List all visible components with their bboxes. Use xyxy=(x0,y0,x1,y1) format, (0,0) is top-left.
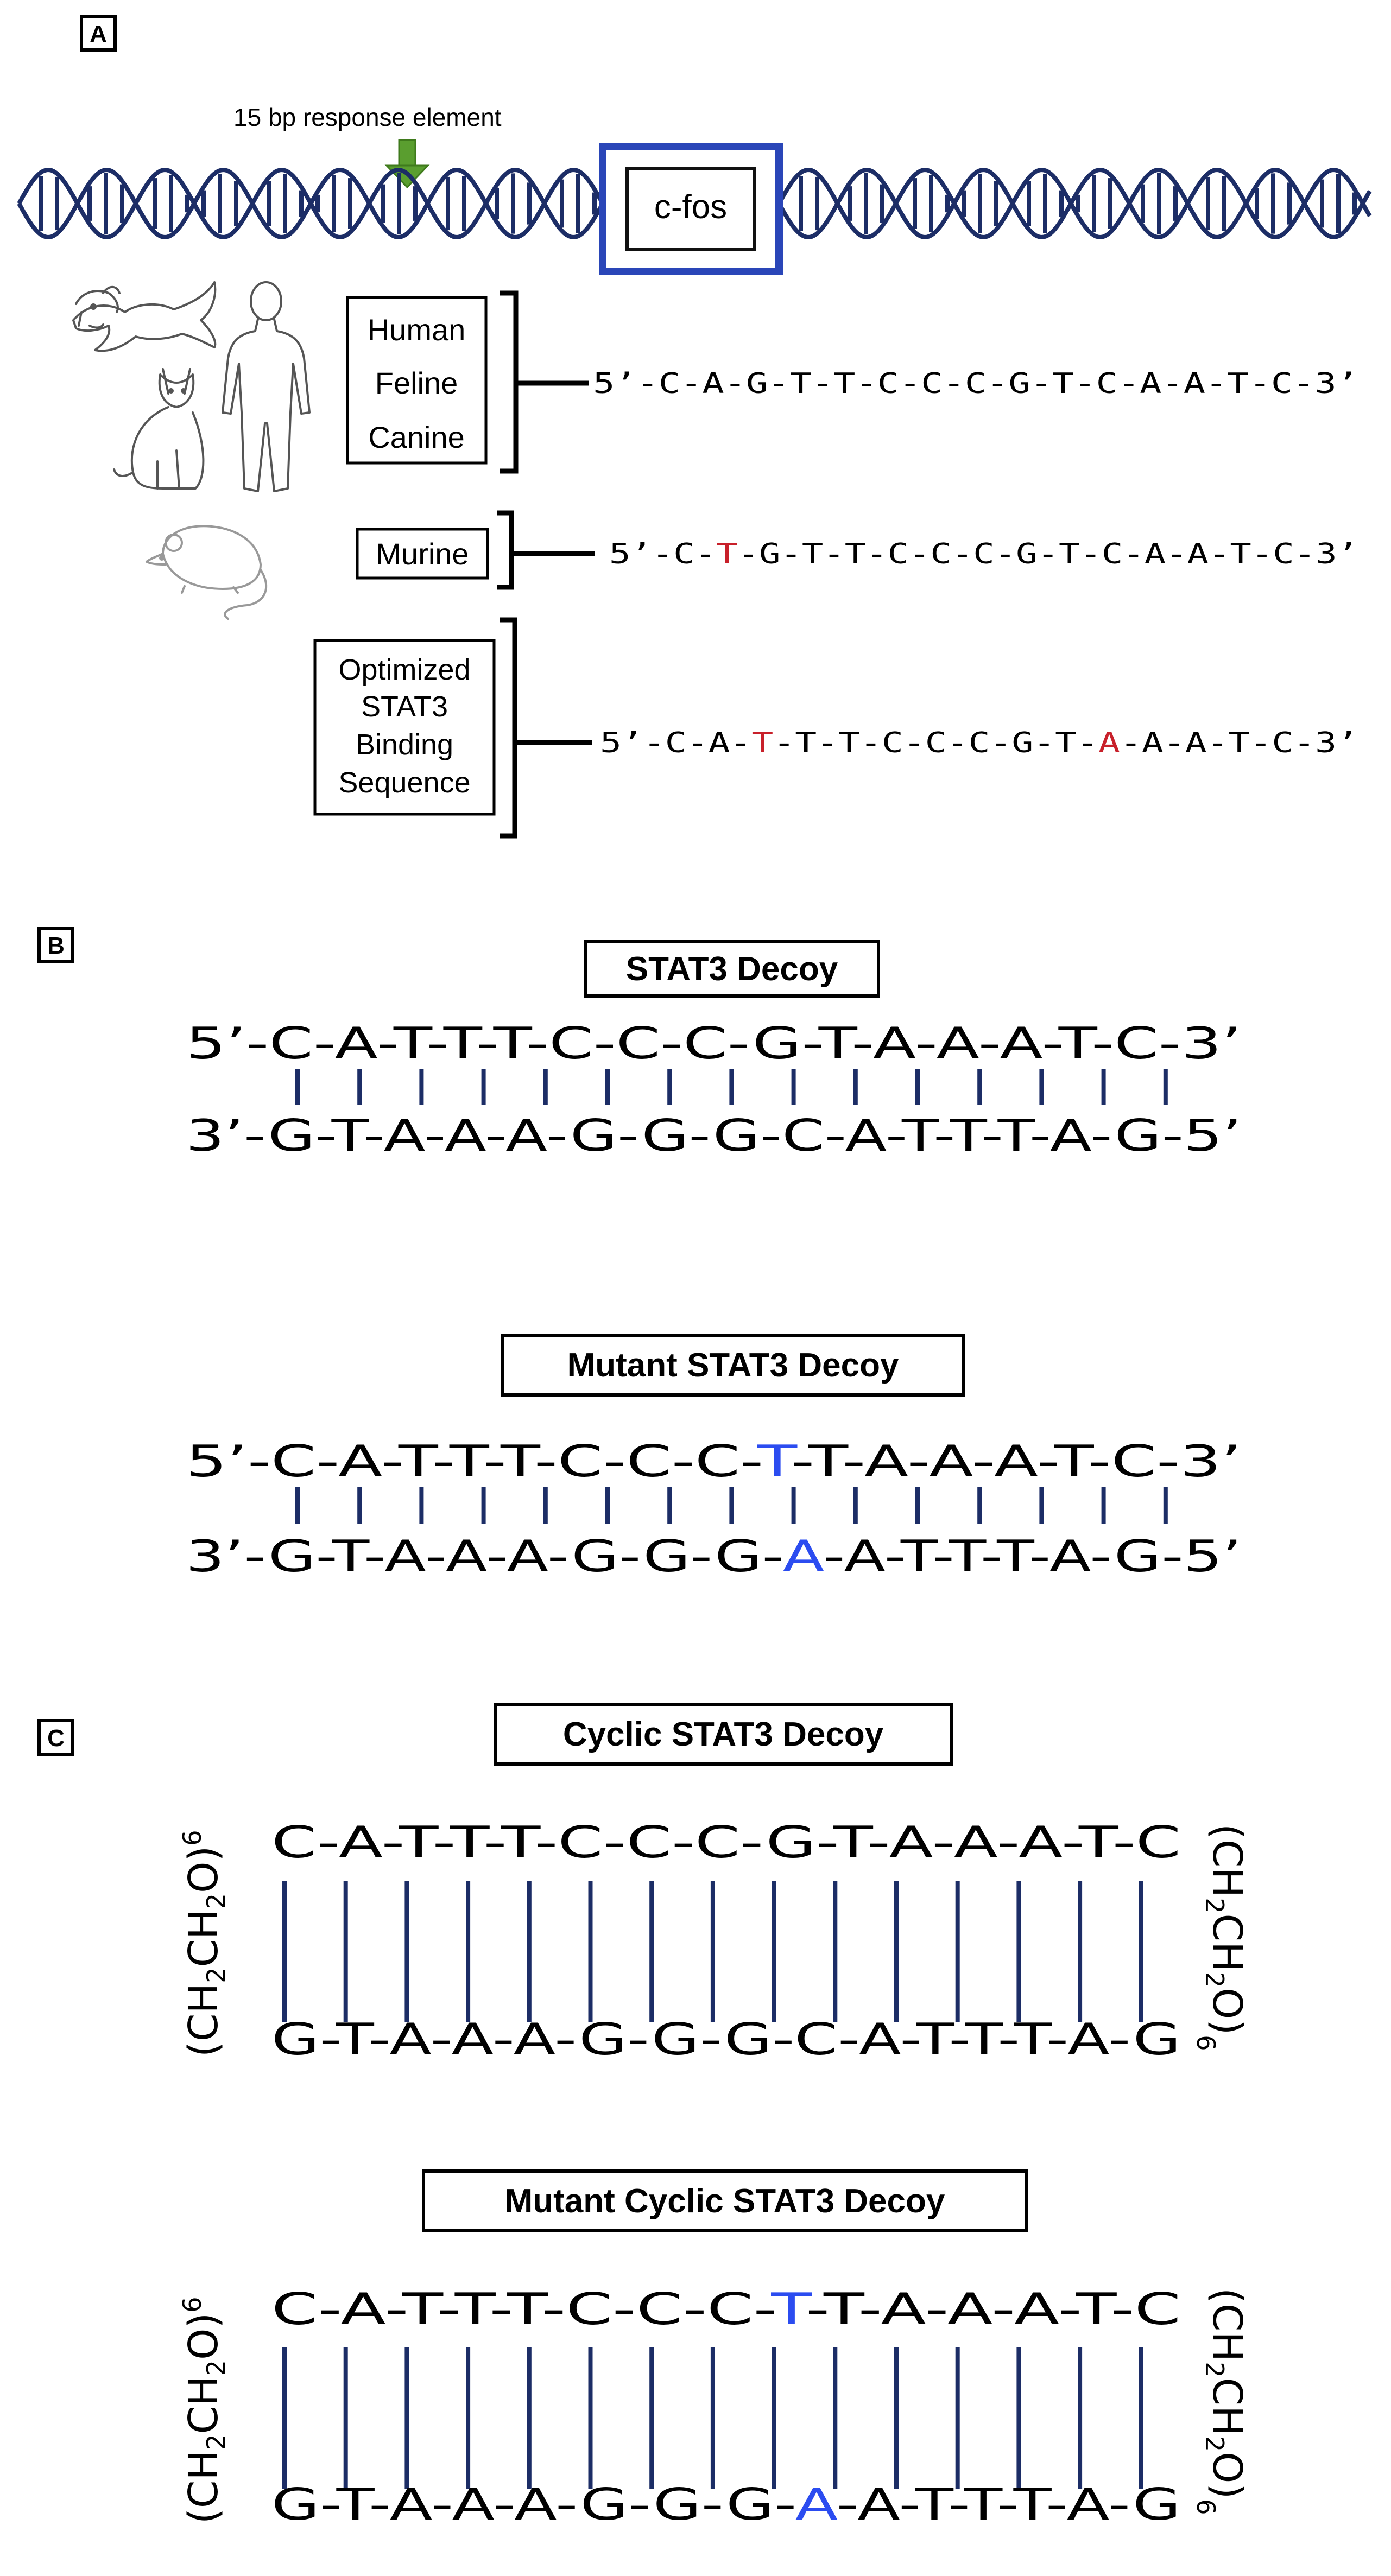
c-mut-top-suffix: -T-A-A-A-T-C xyxy=(806,2284,1181,2334)
species-feline: Feline xyxy=(375,366,458,400)
svg-text:(CH2CH2O)6: (CH2CH2O)6 xyxy=(1191,2288,1250,2515)
seq2-suffix: -G-T-T-C-C-C-G-T-C-A-A-T-C-3’ xyxy=(738,538,1358,570)
optimized-line3: Binding xyxy=(356,728,453,761)
svg-text:(CH2CH2O)6: (CH2CH2O)6 xyxy=(178,2297,231,2524)
cyclic-bonds xyxy=(282,1881,1143,2022)
optimized-line1: Optimized xyxy=(338,653,470,686)
helix-strand xyxy=(777,167,1372,240)
dog-icon xyxy=(72,281,217,352)
mutant-stat3-decoy-top-strand: 5’-C-A-T-T-T-C-C-C-T-T-A-A-A-T-C-3’ xyxy=(186,1436,1242,1487)
optimized-box: Optimized STAT3 Binding Sequence xyxy=(313,639,496,816)
mutant-cyclic-top-strand: C-A-T-T-T-C-C-C-T-T-A-A-A-T-C xyxy=(271,2284,1181,2334)
panel-a-label-box xyxy=(80,15,117,52)
human-icon xyxy=(222,281,311,492)
panel-b-label: B xyxy=(47,932,65,959)
mutant-stat3-decoy-title: Mutant STAT3 Decoy xyxy=(567,1347,899,1384)
mouse-icon xyxy=(146,525,268,620)
helix-strand xyxy=(17,167,603,240)
sequence-optimized: 5’-C-A-T-T-T-C-C-C-G-T-A-A-A-T-C-3’ xyxy=(600,727,1358,759)
species-canine: Canine xyxy=(368,420,464,454)
c-mut-top-mutation: T xyxy=(770,2284,813,2334)
b-mut-bottom-mutation: A xyxy=(783,1531,825,1582)
svg-text:(CH2CH2O)6: (CH2CH2O)6 xyxy=(1191,1824,1250,2051)
right-linker-1: (CH2CH2O)6 xyxy=(1191,1824,1250,2051)
panel-c-label-box xyxy=(37,1719,74,1756)
panel-a-label: A xyxy=(90,21,107,47)
mutant-cyclic-decoy-title: Mutant Cyclic STAT3 Decoy xyxy=(505,2182,945,2220)
mutant-cyclic-decoy-title-box xyxy=(422,2169,1028,2232)
species-group1-box: Human Feline Canine xyxy=(346,296,488,465)
stat3-decoy-bonds xyxy=(295,1069,1168,1105)
optimized-line2: STAT3 xyxy=(361,690,448,723)
brackets xyxy=(497,290,595,839)
mutant-stat3-decoy-bottom-strand: 3’-G-T-A-A-A-G-G-G-A-A-T-T-T-A-G-5’ xyxy=(186,1531,1242,1582)
b-mut-top-suffix: -T-A-A-A-T-C-3’ xyxy=(791,1436,1242,1487)
c-mut-top-prefix: C-A-T-T-T-C-C-C- xyxy=(271,2284,774,2334)
c-mut-bottom-suffix: -A-T-T-T-A-G xyxy=(837,2479,1181,2530)
mutant-stat3-decoy-bonds xyxy=(295,1487,1168,1524)
right-linker-2: (CH2CH2O)6 xyxy=(1191,2288,1250,2515)
sequence-human-feline-canine: 5’-C-A-G-T-T-C-C-C-G-T-C-A-A-T-C-3’ xyxy=(593,367,1358,400)
stat3-decoy-bottom-strand: 3’-G-T-A-A-A-G-G-G-C-A-T-T-T-A-G-5’ xyxy=(186,1111,1242,1161)
panel-b: B STAT3 Decoy 5’-C-A-T-T-T-C-C-C-G-T-A-A… xyxy=(37,927,1242,1582)
stat3-decoy-top-strand: 5’-C-A-T-T-T-C-C-C-G-T-A-A-A-T-C-3’ xyxy=(186,1018,1242,1069)
seq3-mutation1: T xyxy=(751,727,773,759)
species-murine: Murine xyxy=(376,537,469,571)
cyclic-decoy-title: Cyclic STAT3 Decoy xyxy=(563,1716,884,1753)
b-mut-top-prefix: 5’-C-A-T-T-T-C-C-C- xyxy=(186,1436,760,1487)
optimized-line4: Sequence xyxy=(338,766,470,799)
c-fos-gene-box: c-fos xyxy=(599,143,783,275)
green-arrow-icon xyxy=(384,139,430,189)
c-fos-label: c-fos xyxy=(654,188,727,226)
seq3-mid: -T-T-C-C-C-G-T- xyxy=(773,727,1098,759)
species-human: Human xyxy=(368,313,466,347)
panel-c-label: C xyxy=(47,1725,65,1752)
stat3-decoy-title-box xyxy=(584,940,880,998)
helix-strand xyxy=(777,167,1372,240)
svg-text:(CH2CH2O)6: (CH2CH2O)6 xyxy=(178,1830,231,2058)
dna-helix-icon xyxy=(17,167,1372,240)
panel-c: C Cyclic STAT3 Decoy C-A-T-T-T-C-C-C-G-T… xyxy=(37,1703,1250,2530)
b-mut-bottom-suffix: -A-T-T-T-A-G-5’ xyxy=(823,1531,1242,1582)
cyclic-top-strand: C-A-T-T-T-C-C-C-G-T-A-A-A-T-C xyxy=(271,1817,1181,1868)
mutant-cyclic-bottom-strand: G-T-A-A-A-G-G-G-A-A-T-T-T-A-G xyxy=(271,2479,1181,2530)
response-element-label: 15 bp response element xyxy=(233,103,502,131)
sequence-murine: 5’-C-T-G-T-T-C-C-C-G-T-C-A-A-T-C-3’ xyxy=(609,538,1358,570)
seq2-prefix: 5’-C- xyxy=(609,538,716,570)
c-mut-bottom-mutation: A xyxy=(795,2479,838,2530)
panel-a: A 15 bp response element c-fos xyxy=(17,15,1372,839)
cat-icon xyxy=(113,368,205,490)
seq2-mutation: T xyxy=(716,538,737,570)
left-linker-1: (CH2CH2O)6 xyxy=(178,1830,231,2058)
c-mut-bottom-prefix: G-T-A-A-A-G-G-G- xyxy=(271,2479,795,2530)
cyclic-decoy-title-box xyxy=(494,1703,953,1766)
seq3-prefix: 5’-C-A- xyxy=(600,727,751,759)
species-group2-box: Murine xyxy=(356,528,489,580)
panel-b-label-box xyxy=(37,927,74,963)
b-mut-bottom-prefix: 3’-G-T-A-A-A-G-G-G- xyxy=(186,1531,783,1582)
seq3-mutation2: A xyxy=(1098,727,1120,759)
b-mut-top-mutation: T xyxy=(757,1436,798,1487)
seq3-suffix: -A-A-T-C-3’ xyxy=(1120,727,1358,759)
cyclic-bottom-strand: G-T-A-A-A-G-G-G-C-A-T-T-T-A-G xyxy=(271,2014,1181,2065)
mutant-stat3-decoy-title-box xyxy=(501,1334,965,1397)
stat3-decoy-title: STAT3 Decoy xyxy=(626,950,838,988)
left-linker-2: (CH2CH2O)6 xyxy=(178,2297,231,2524)
mutant-cyclic-bonds xyxy=(282,2347,1143,2489)
